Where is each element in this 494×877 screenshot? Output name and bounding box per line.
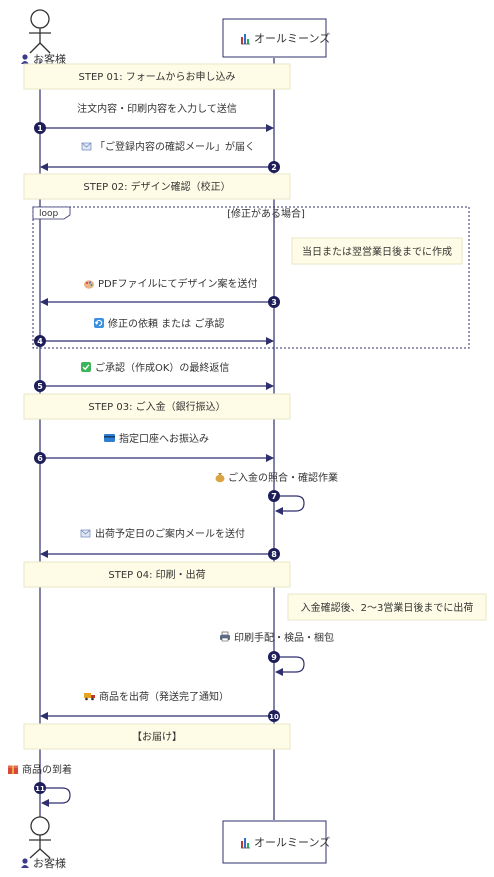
svg-text:1: 1 — [37, 124, 43, 133]
email-icon — [81, 142, 92, 151]
message-7-arrow — [274, 495, 305, 515]
svg-text:8: 8 — [271, 550, 277, 559]
company-box-top — [222, 18, 327, 58]
message-9-label: 印刷手配・検品・梱包 — [234, 631, 334, 644]
company-label-top: オールミーンズ — [254, 31, 330, 45]
svg-text:10: 10 — [269, 713, 279, 721]
message-3-label: PDFファイルにてデザイン案を送付 — [98, 277, 257, 290]
delivery-note — [23, 723, 291, 750]
svg-text:お客様: お客様 — [33, 52, 66, 66]
message-10-number: 10 — [268, 710, 280, 722]
creation-deadline-note — [291, 237, 463, 265]
loop-condition: [修正がある場合] — [227, 207, 305, 220]
message-6-number: 6 — [34, 452, 46, 464]
step-04-note — [23, 561, 291, 588]
message-11-arrow — [40, 787, 71, 807]
step-01-note — [23, 63, 291, 90]
person-glyph-icon — [21, 54, 29, 64]
step-02-label: STEP 02: デザイン確認（校正） — [83, 180, 230, 193]
svg-text:お客様: お客様 — [33, 856, 66, 870]
message-4-number: 4 — [34, 335, 46, 347]
creation-deadline-label: 当日または翌営業日後までに作成 — [302, 245, 452, 258]
message-7-label: ご入金の照合・確認作業 — [228, 471, 338, 484]
truck-icon — [84, 693, 95, 701]
step-03-label: STEP 03: ご入金（銀行振込） — [88, 400, 225, 413]
loop-label: loop — [39, 209, 59, 219]
gift-icon — [8, 765, 18, 774]
message-5-label: ご承認（作成OK）の最終返信 — [95, 361, 229, 374]
message-9-arrow — [274, 656, 305, 676]
artist-palette-icon — [84, 280, 94, 289]
svg-text:2: 2 — [271, 163, 277, 172]
shipping-deadline-note — [287, 593, 487, 621]
credit-card-icon — [104, 434, 115, 442]
message-10-label: 商品を出荷（発送完了通知） — [99, 690, 229, 703]
message-6-label: 指定口座へお振込み — [119, 432, 209, 445]
svg-text:7: 7 — [271, 492, 277, 501]
email-icon — [80, 529, 91, 538]
customer-actor-top — [29, 9, 51, 54]
check-mark-icon — [81, 362, 91, 372]
svg-text:6: 6 — [37, 454, 43, 463]
company-box-bottom — [222, 820, 327, 864]
money-bag-icon — [215, 473, 225, 483]
customer-actor-bottom — [29, 816, 51, 859]
message-11-number: 11 — [34, 782, 46, 794]
loop-frame — [32, 206, 470, 349]
message-1-number: 1 — [34, 122, 46, 134]
message-5-number: 5 — [34, 380, 46, 392]
svg-text:5: 5 — [37, 382, 43, 391]
customer-label-bottom: お客様 — [21, 856, 66, 870]
message-9-number: 9 — [268, 651, 280, 663]
company-label-bottom: オールミーンズ — [254, 835, 330, 849]
customer-label-top: お客様 — [21, 52, 66, 66]
bar-chart-icon — [241, 34, 250, 45]
person-glyph-icon — [21, 858, 29, 868]
loop-tag — [32, 206, 71, 220]
message-8-number: 8 — [268, 548, 280, 560]
message-1-label: 注文内容・印刷内容を入力して送信 — [77, 102, 237, 115]
svg-text:9: 9 — [271, 653, 277, 662]
shipping-deadline-label: 入金確認後、2～3営業日後までに出荷 — [301, 601, 474, 614]
message-8-label: 出荷予定日のご案内メールを送付 — [95, 527, 245, 540]
step-02-note — [23, 173, 291, 200]
svg-text:4: 4 — [37, 337, 43, 346]
message-2-label: 「ご登録内容の確認メール」が届く — [95, 140, 255, 153]
svg-text:11: 11 — [35, 785, 45, 793]
message-7-number: 7 — [268, 490, 280, 502]
message-3-number: 3 — [268, 296, 280, 308]
message-11-label: 商品の到着 — [22, 763, 72, 776]
delivery-label: 【お届け】 — [132, 731, 182, 743]
refresh-icon — [94, 318, 104, 328]
bar-chart-icon — [241, 838, 250, 849]
step-01-label: STEP 01: フォームからお申し込み — [79, 70, 236, 83]
step-03-note — [23, 393, 291, 420]
svg-text:3: 3 — [271, 298, 277, 307]
message-2-number: 2 — [268, 161, 280, 173]
printer-icon — [220, 631, 230, 642]
step-04-label: STEP 04: 印刷・出荷 — [108, 568, 205, 581]
message-4-label: 修正の依頼 または ご承認 — [108, 317, 224, 330]
